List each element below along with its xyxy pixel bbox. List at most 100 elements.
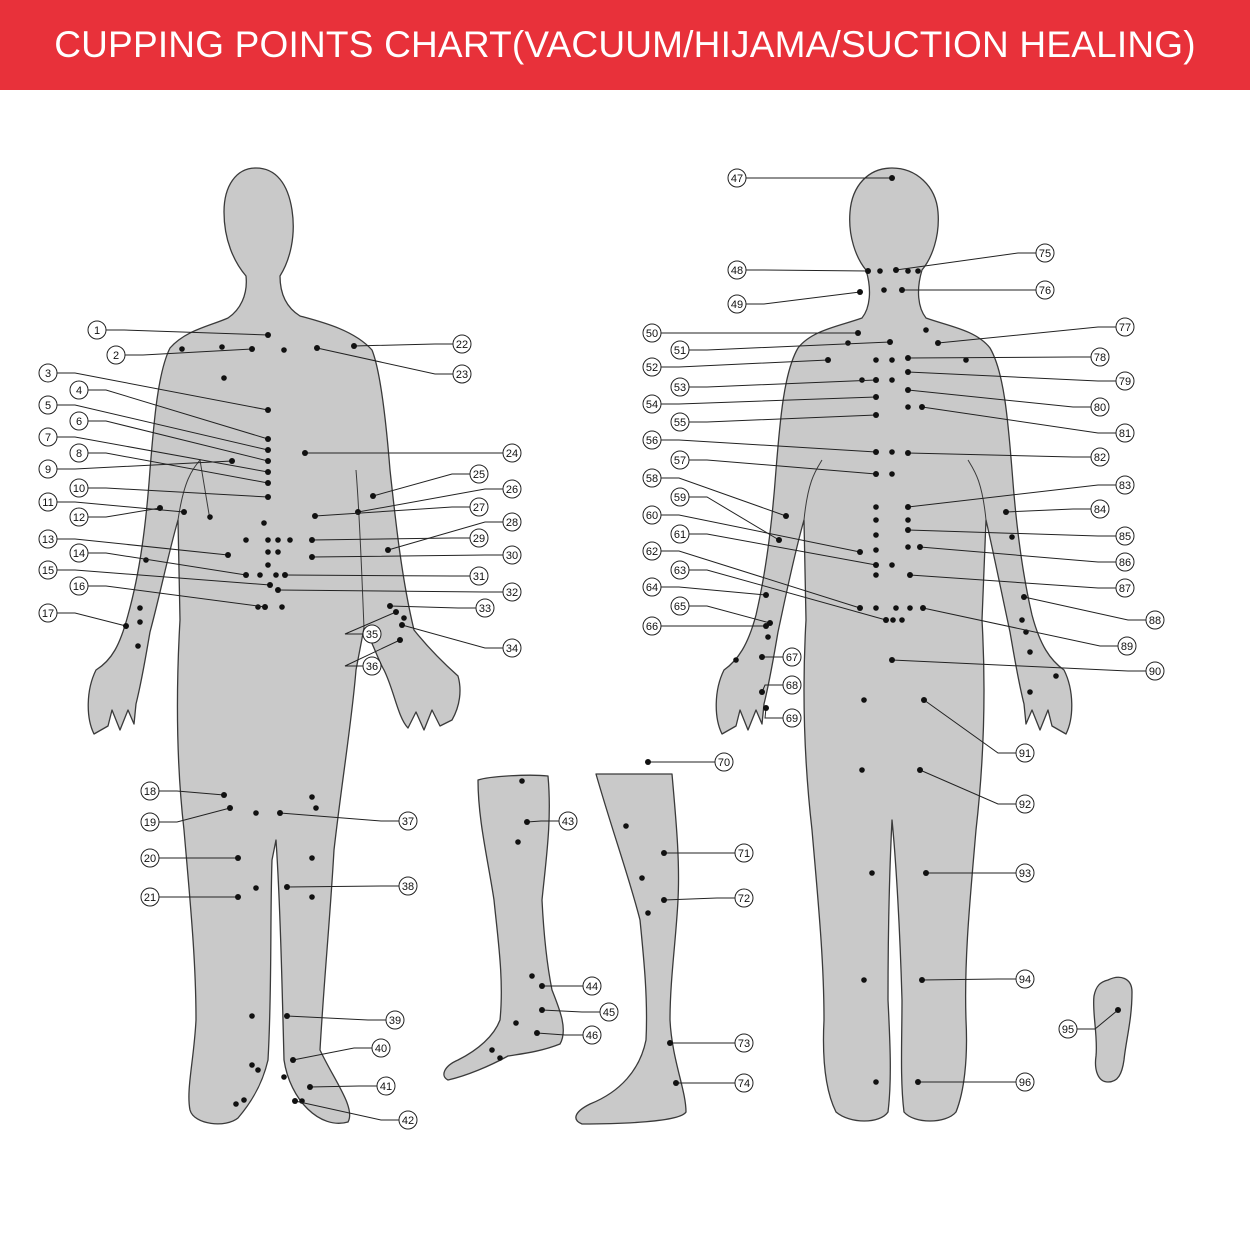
leader-line [314, 506, 470, 517]
point-number-circle [734, 888, 754, 908]
cupping-point-47: 47 [727, 168, 895, 188]
point-number-circle [1090, 397, 1110, 417]
cupping-point-3: 3 [38, 363, 271, 413]
point-dot [907, 572, 913, 578]
point-number-circle [38, 427, 58, 447]
point-dot [759, 654, 765, 660]
leader-line [387, 521, 503, 551]
point-dot [312, 513, 318, 519]
leader-line [57, 538, 229, 556]
point-number-circle [642, 357, 662, 377]
point-dot [893, 267, 899, 273]
point-number-circle [782, 708, 802, 728]
cupping-point-78: 78 [905, 347, 1110, 367]
point-number-circle [1015, 1072, 1035, 1092]
point-dot [905, 527, 911, 533]
point-dot [227, 805, 233, 811]
point-number-label: 14 [73, 548, 85, 560]
point-dot [873, 562, 879, 568]
cupping-point-96: 96 [915, 1072, 1035, 1092]
bent-leg-figure [443, 774, 564, 1081]
point-number-circle [38, 560, 58, 580]
leader-line [353, 343, 453, 347]
leader-line [921, 406, 1116, 434]
point-number-circle [469, 464, 489, 484]
point-dot [935, 340, 941, 346]
cupping-point-95: 95 [1058, 1007, 1121, 1039]
point-number-label: 73 [738, 1038, 750, 1050]
point-dot [284, 884, 290, 890]
cupping-point-73: 73 [667, 1033, 754, 1053]
cupping-point-66: 66 [642, 616, 769, 636]
point-dot [314, 345, 320, 351]
point-number-label: 11 [42, 497, 53, 509]
leader-line [689, 569, 887, 621]
point-number-label: 89 [1121, 641, 1133, 653]
point-number-circle [502, 545, 522, 565]
point-dot [857, 549, 863, 555]
point-dot [883, 617, 889, 623]
point-dot [265, 436, 271, 442]
point-number-label: 84 [1094, 504, 1106, 516]
point-dot [539, 1007, 545, 1013]
point-number-circle [1015, 863, 1035, 883]
point-dot [265, 407, 271, 413]
point-number-label: 64 [646, 582, 658, 594]
cupping-point-40: 40 [290, 1038, 391, 1063]
point-number-label: 24 [506, 448, 518, 460]
point-number-circle [140, 781, 160, 801]
point-number-circle [376, 1076, 396, 1096]
point-dot [265, 494, 271, 500]
point-number-label: 86 [1119, 557, 1131, 569]
point-dot [905, 450, 911, 456]
point-number-label: 47 [731, 173, 743, 185]
point-number-circle [140, 812, 160, 832]
point-number-label: 23 [456, 369, 468, 381]
point-dot [235, 855, 241, 861]
point-number-label: 15 [42, 565, 54, 577]
point-number-circle [670, 450, 690, 470]
leader-line [57, 569, 271, 586]
leader-line [661, 514, 861, 553]
point-dot [393, 609, 399, 615]
cupping-point-54: 54 [642, 394, 879, 414]
title-banner: CUPPING POINTS CHART(VACUUM/HIJAMA/SUCTI… [0, 0, 1250, 90]
leader-line [57, 460, 233, 470]
point-dot [923, 870, 929, 876]
point-number-circle [38, 363, 58, 383]
leader-line [88, 487, 269, 498]
leader-line [526, 820, 559, 823]
point-dot [873, 394, 879, 400]
point-dot [763, 705, 769, 711]
cupping-point-56: 56 [642, 430, 879, 455]
leader-line [292, 1047, 372, 1061]
point-dot [905, 504, 911, 510]
cupping-point-27: 27 [312, 497, 489, 519]
cupping-point-22: 22 [351, 334, 472, 354]
point-dot [645, 759, 651, 765]
point-number-label: 90 [1149, 666, 1161, 678]
point-number-label: 25 [473, 469, 485, 481]
point-dot [539, 983, 545, 989]
point-number-label: 50 [646, 328, 658, 340]
point-dot [397, 637, 403, 643]
leader-line [57, 372, 269, 411]
leader-line [907, 529, 1116, 537]
point-number-circle [670, 487, 690, 507]
point-number-label: 59 [674, 492, 686, 504]
point-number-circle [38, 603, 58, 623]
cupping-point-61: 61 [670, 524, 879, 568]
point-dot [265, 447, 271, 453]
point-number-circle [642, 616, 662, 636]
point-number-circle [1117, 636, 1137, 656]
point-number-label: 63 [674, 565, 686, 577]
point-dot [905, 387, 911, 393]
page-title: CUPPING POINTS CHART(VACUUM/HIJAMA/SUCTI… [54, 24, 1196, 65]
point-number-circle [1058, 1019, 1078, 1039]
cupping-point-24: 24 [302, 443, 522, 463]
cupping-point-79: 79 [905, 369, 1135, 391]
leader-line [661, 396, 877, 405]
cupping-point-93: 93 [923, 863, 1035, 883]
point-number-circle [1015, 969, 1035, 989]
point-number-label: 28 [506, 517, 518, 529]
